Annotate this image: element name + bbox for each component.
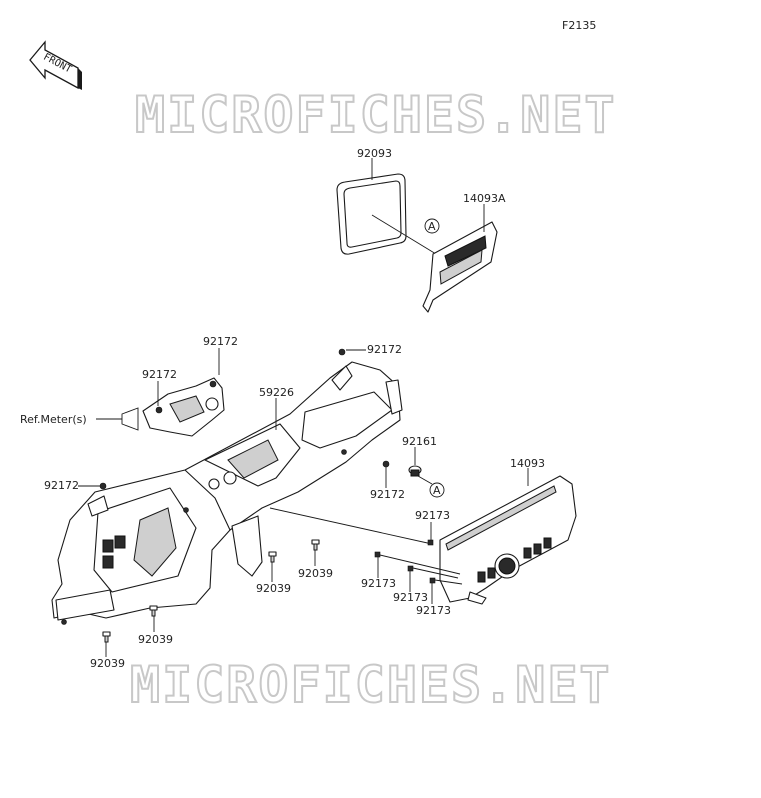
watermark-bottom: MICROFICHES.NET	[130, 656, 612, 714]
switch-panel-14093	[439, 475, 577, 605]
screw-upper-right	[338, 348, 346, 356]
label-gasket: 92093	[357, 147, 392, 160]
label-plug: 92161	[402, 435, 437, 448]
dash-panel-59226	[51, 361, 403, 625]
screw-far-left	[99, 482, 107, 490]
clip-c	[407, 565, 414, 572]
label-clip-d: 92173	[416, 604, 451, 617]
leader-clip-d-to-panel	[434, 579, 463, 585]
leader-clip-b-to-panel	[379, 554, 461, 575]
plug-92161	[408, 465, 422, 477]
label-clip-c: 92173	[393, 591, 428, 604]
gasket-92093	[336, 173, 407, 255]
leader-clip-c-to-panel	[412, 567, 459, 579]
label-screw-upper-right: 92172	[367, 343, 402, 356]
watermark-top: MICROFICHES.NET	[135, 86, 617, 144]
label-bolt-d: 92039	[90, 657, 125, 670]
label-clip-b: 92173	[361, 577, 396, 590]
bolt-b	[311, 539, 320, 551]
cover-14093a	[422, 221, 498, 313]
clip-a	[427, 539, 434, 546]
leader-dash-to-switch	[269, 507, 433, 545]
label-circle-a-top: A	[428, 220, 436, 233]
label-ref-meter: Ref.Meter(s)	[20, 413, 87, 426]
label-screw-far-left: 92172	[44, 479, 79, 492]
label-switch-panel: 14093	[510, 457, 545, 470]
label-screw-lower-mid: 92172	[370, 488, 405, 501]
ref-meter-arrow-icon	[121, 407, 139, 431]
ref-circle-a-bottom	[429, 482, 445, 498]
label-bolt-b: 92039	[298, 567, 333, 580]
label-circle-a-bottom: A	[433, 484, 441, 497]
label-cover-upper: 14093A	[463, 192, 506, 205]
label-bolt-a: 92039	[256, 582, 291, 595]
clip-b	[374, 551, 381, 558]
ref-circle-a-top	[424, 218, 440, 234]
label-bolt-c: 92039	[138, 633, 173, 646]
meter-bracket	[142, 377, 225, 437]
clip-d	[429, 577, 436, 584]
leader-gasket-to-cover	[371, 214, 437, 255]
front-arrow-icon: FRONT	[29, 40, 82, 90]
bolt-a	[268, 551, 277, 563]
label-dash-panel: 59226	[259, 386, 294, 399]
diagram-code: F2135	[562, 19, 596, 32]
screw-lower-mid	[382, 460, 390, 468]
label-screw-left-top: 92172	[203, 335, 238, 348]
label-screw-left-mid: 92172	[142, 368, 177, 381]
bolt-d	[102, 631, 111, 643]
bolt-c	[149, 605, 158, 617]
leader-plug-to-a	[417, 475, 433, 485]
label-clip-a: 92173	[415, 509, 450, 522]
